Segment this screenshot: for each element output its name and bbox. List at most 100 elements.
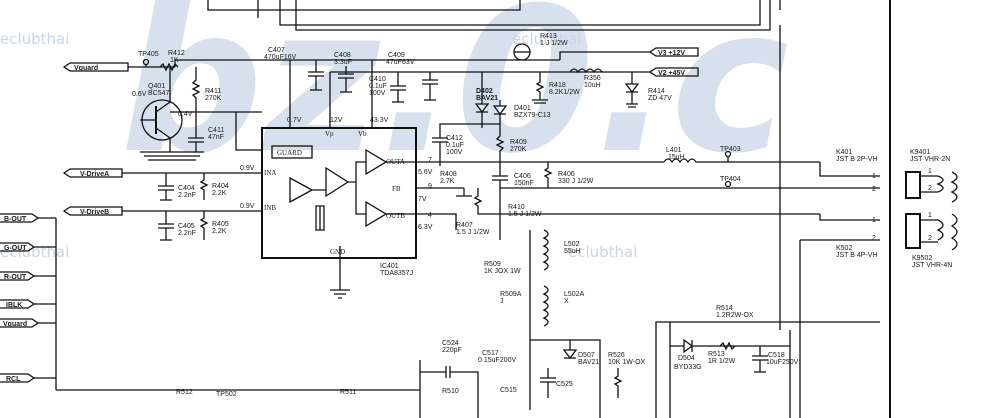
label-r414: R414 xyxy=(648,88,665,95)
label-d507: D507 xyxy=(578,352,595,359)
label-r408: R408 xyxy=(440,171,457,178)
label-k9401: K9401 xyxy=(910,149,930,156)
label-c407v: 470uF16V xyxy=(264,54,297,61)
label-c404: C404 xyxy=(178,185,195,192)
label-k401: K401 xyxy=(836,149,852,156)
label-c411: C411 xyxy=(208,127,224,134)
label-r418: R418 xyxy=(549,82,566,89)
port-v2-45v: V2 +45V xyxy=(658,70,685,77)
label-v12: 12V xyxy=(330,117,343,124)
label-l502v: 55uH xyxy=(564,248,581,255)
connectors: K401 JST B 2P-VH 1 2 1 2 K502 JST B 4P-V… xyxy=(836,149,958,269)
label-v09a: 0.9V xyxy=(240,165,255,172)
label-tp502: TP502 xyxy=(216,391,237,398)
label-c518: C518 xyxy=(768,352,785,359)
label-v04: 0.4V xyxy=(178,111,193,118)
label-c517v: 0.15uF200V xyxy=(478,357,516,364)
label-r409: R409 xyxy=(510,139,527,146)
ic401-amplifier: GUARD Vp Vb INA INB OUTA FB OUTB GND 0.7… xyxy=(240,117,433,299)
port-vdrivea: V-DriveA xyxy=(80,171,109,178)
label-k401v: JST B 2P-VH xyxy=(836,156,878,163)
label-r412v: 1K xyxy=(170,57,179,64)
label-c409v: 47uF63V xyxy=(386,59,415,66)
label-c517: C517 xyxy=(482,350,499,357)
label-r413: R413 xyxy=(540,33,557,40)
label-r356: R356 xyxy=(584,75,601,82)
label-k502v: JST B 4P-VH xyxy=(836,252,878,259)
label-gnd: GND xyxy=(330,248,345,256)
label-c524: C524 xyxy=(442,340,459,347)
label-r509v: 1K JOX 1W xyxy=(484,268,521,275)
label-c525: C525 xyxy=(556,381,573,388)
label-d402: D402 xyxy=(476,88,493,95)
watermark-small-4: eclubthai xyxy=(568,243,637,261)
supply-capacitors: C407 470uF16V C408 3.3uF C409 47uF63V C4… xyxy=(264,47,438,103)
port-bout: B-OUT xyxy=(4,216,27,223)
port-v3-12v: V3 +12V xyxy=(658,50,685,57)
label-r509av: J xyxy=(500,298,504,305)
label-c412v2: 100V xyxy=(446,149,463,156)
label-c2: 2 xyxy=(872,186,876,193)
label-r418v: 8.2K1/2W xyxy=(549,89,580,96)
input-filters: C404 2.2nF R404 2.2K C405 2.2nF R405 2.2… xyxy=(158,173,229,241)
label-c1c: 1 xyxy=(928,168,932,175)
label-r408v: 2.7K xyxy=(440,178,455,185)
label-vp: Vp xyxy=(325,130,334,138)
label-r513: R513 xyxy=(708,351,725,358)
label-q401: Q401 xyxy=(148,83,165,90)
label-guard: GUARD xyxy=(277,149,302,157)
flyback-supply: R514 1.2R2W-OX D504 BYD33G R513 1R 1/2W … xyxy=(655,25,880,418)
label-c1d: 1 xyxy=(928,212,932,219)
label-c405: C405 xyxy=(178,223,195,230)
port-vdriveb: V-DriveB xyxy=(80,209,109,216)
label-pin4: 4 xyxy=(428,212,432,219)
label-c2d: 2 xyxy=(928,235,932,242)
label-c412: C412 xyxy=(446,135,463,142)
label-d402v: BAV21 xyxy=(476,95,498,102)
label-v09b: 0.9V xyxy=(240,203,255,210)
label-l502: L502 xyxy=(564,241,580,248)
label-v63: 6.3V xyxy=(418,224,433,231)
label-inb: INB xyxy=(264,204,276,212)
label-c409: C409 xyxy=(388,52,405,59)
label-r514: R514 xyxy=(716,305,733,312)
watermark-small-1: eclubthai xyxy=(0,30,69,48)
label-r411: R411 xyxy=(205,88,221,95)
label-r513v: 1R 1/2W xyxy=(708,358,736,365)
label-v56: 5.6V xyxy=(418,169,433,176)
label-tp404: TP404 xyxy=(720,176,741,183)
label-c1b: 1 xyxy=(872,217,876,224)
pincushion-chain: L502 55uH R509 1K JOX 1W R509A J L502A X… xyxy=(56,229,646,418)
label-k9502: K9502 xyxy=(912,255,932,262)
label-c410: C410 xyxy=(369,76,386,83)
label-r407v: 1.5 J 1/2W xyxy=(456,229,490,236)
watermark-large: bz.0.c xyxy=(120,0,789,198)
left-ports: Vguard V-DriveA V-DriveB B-OUT G-OUT R-O… xyxy=(0,62,262,390)
label-r407: R407 xyxy=(456,222,473,229)
label-c2c: 2 xyxy=(928,185,932,192)
label-l502a: L502A xyxy=(564,291,585,298)
label-c2b: 2 xyxy=(872,235,876,242)
label-r509a: R509A xyxy=(500,291,522,298)
port-vguard-bottom: Vguard xyxy=(3,321,27,328)
label-d504v: BYD33G xyxy=(674,364,702,371)
label-d401: D401 xyxy=(514,105,531,112)
label-d401v: BZX79-C13 xyxy=(514,112,551,119)
label-c408: C408 xyxy=(334,52,351,59)
label-v7: 7V xyxy=(418,196,427,203)
label-d507v: BAV21 xyxy=(578,359,599,366)
port-rout: R-OUT xyxy=(4,274,27,281)
label-r409v: 270K xyxy=(510,146,527,153)
label-tp403: TP403 xyxy=(720,146,741,153)
label-c408v: 3.3uF xyxy=(334,59,352,66)
label-r512: R512 xyxy=(176,389,193,396)
label-c406v: 150nF xyxy=(514,180,534,187)
label-r404v: 2.2K xyxy=(212,190,227,197)
label-r405: R405 xyxy=(212,221,229,228)
label-ina: INA xyxy=(264,169,276,177)
label-c524v: 220pF xyxy=(442,347,462,354)
port-gout: G-OUT xyxy=(4,245,27,252)
label-r356v: 10uH xyxy=(584,82,601,89)
label-r413v: 1 J 1/2W xyxy=(540,40,568,47)
